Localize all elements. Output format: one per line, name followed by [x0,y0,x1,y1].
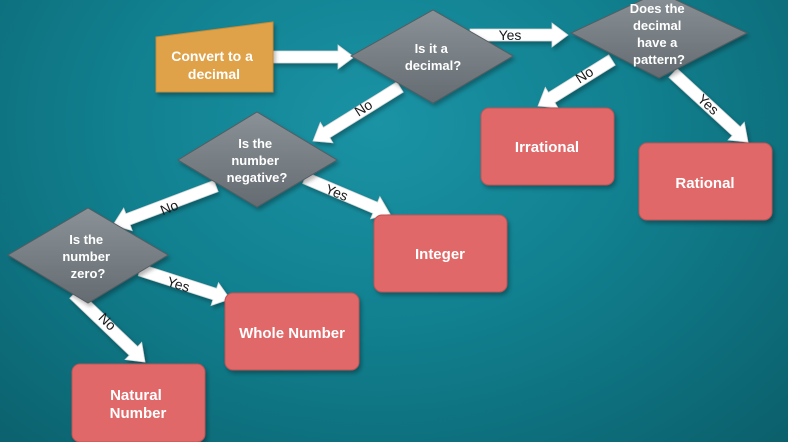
zero-yes-arrow [137,263,231,307]
pattern-no-arrow [537,54,616,109]
natural-number-label: Natural Number [110,387,167,422]
convert-label: Convert to a decimal [171,48,257,82]
has-pattern-line-1: Does the [630,1,685,16]
integer-label: Integer [415,246,465,263]
integer-box: Integer [373,214,508,293]
is-negative-line-2: number [231,153,279,168]
decimal-no-arrow [312,81,404,144]
is-zero-label: Is the number zero? [62,232,113,281]
edge-decimal-yes-label: Yes [499,27,522,43]
is-negative-shape [177,111,338,208]
has-pattern-label: Does the decimal have a pattern? [630,1,689,67]
is-negative-label: Is the number negative? [227,136,288,185]
flow-arrows [69,22,749,363]
is-decimal-shape [349,9,514,104]
is-negative-line-1: Is the [238,136,272,151]
is-decimal-label: Is it a decimal? [405,41,461,73]
is-zero-diamond: Is the number zero? [7,207,169,304]
whole-number-box: Whole Number [224,292,360,371]
is-negative-diamond: Is the number negative? [177,111,338,208]
natural-line-1: Natural [110,387,162,404]
irrational-shape [480,107,615,186]
is-decimal-line-1: Is it a [415,41,449,56]
convert-line-2: decimal [188,66,240,82]
is-zero-shape [7,207,169,304]
decimal-yes-arrow [469,22,569,48]
natural-number-box: Natural Number [71,363,206,442]
is-decimal-diamond: Is it a decimal? [349,9,514,104]
convert-line-1: Convert to a [171,48,253,64]
has-pattern-shape [569,0,749,79]
has-pattern-diamond: Does the decimal have a pattern? [569,0,749,79]
rational-shape [638,142,773,221]
integer-shape [373,214,508,293]
has-pattern-line-3: have a [637,35,678,50]
rational-label: Rational [675,175,734,192]
pattern-yes-arrow [668,68,749,143]
convert-to-decimal-arrow [272,44,355,70]
edge-zero-yes-label: Yes [165,273,192,295]
edge-negative-no-label: No [158,197,181,219]
whole-number-shape [224,292,360,371]
is-zero-line-2: number [62,249,110,264]
edge-negative-yes-label: Yes [323,181,350,204]
negative-yes-arrow [302,171,391,220]
is-decimal-line-2: decimal? [405,58,461,73]
whole-number-label: Whole Number [239,325,345,342]
natural-line-2: Number [110,405,167,422]
irrational-label: Irrational [515,139,579,156]
is-negative-line-3: negative? [227,170,288,185]
start-shape [155,21,274,93]
has-pattern-line-2: decimal [633,18,681,33]
natural-number-shape [71,363,206,442]
convert-to-decimal-box: Convert to a decimal [155,21,274,93]
irrational-box: Irrational [480,107,615,186]
rational-box: Rational [638,142,773,221]
has-pattern-line-4: pattern? [633,52,685,67]
is-zero-line-3: zero? [71,266,106,281]
is-zero-line-1: Is the [69,232,103,247]
